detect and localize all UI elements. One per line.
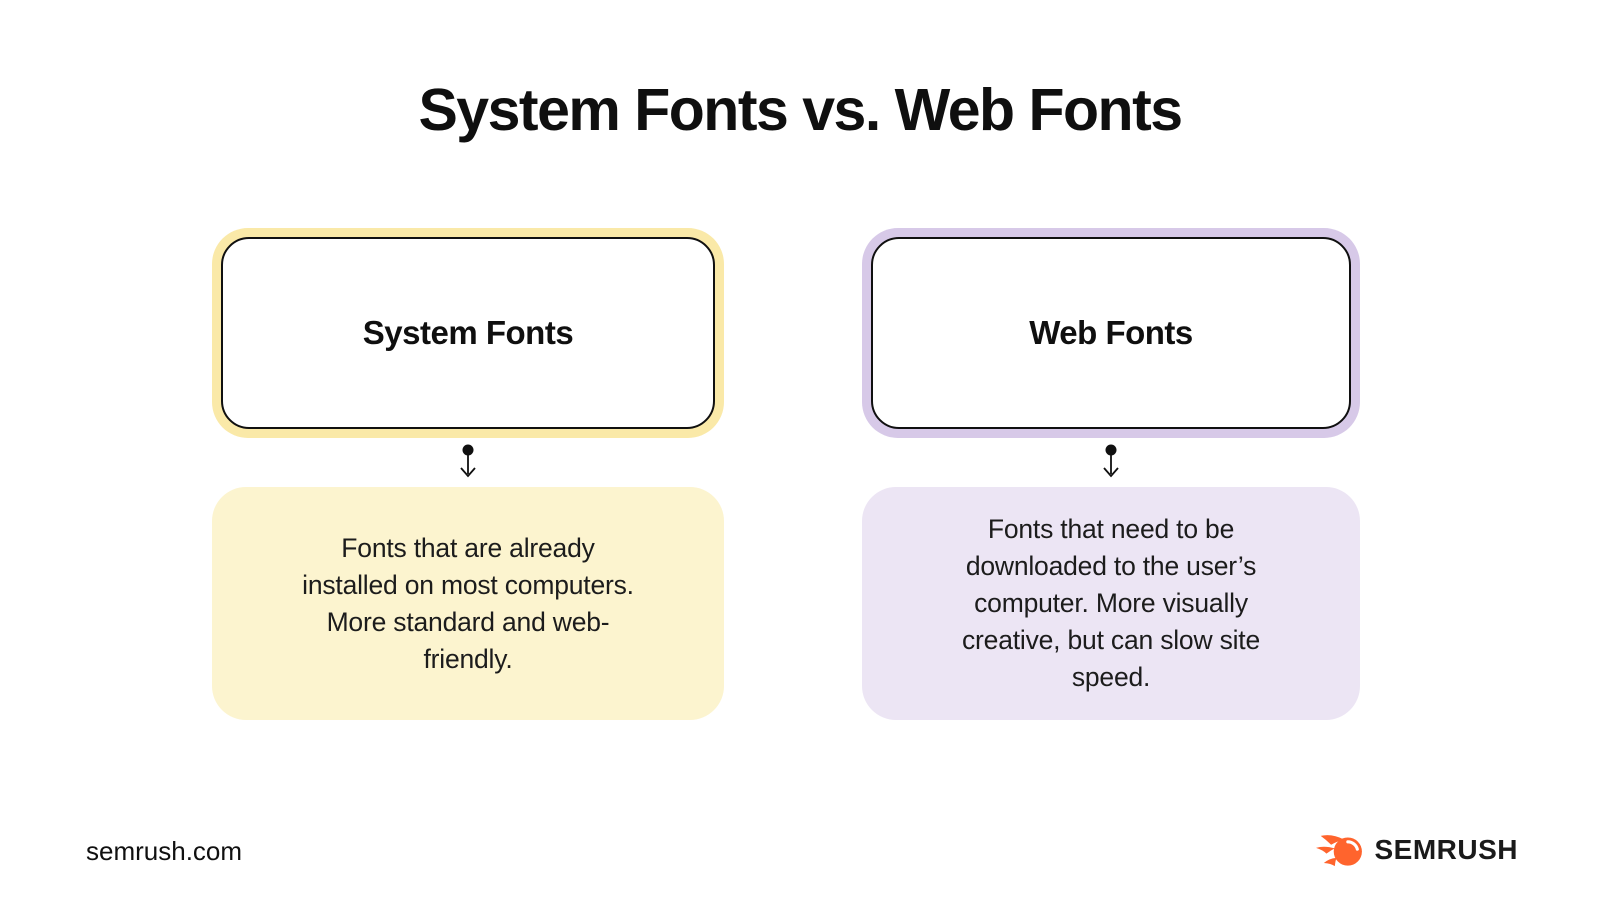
web-fonts-box: Web Fonts: [862, 228, 1360, 438]
web-fonts-description-panel: Fonts that need to be downloaded to the …: [862, 487, 1360, 720]
website-url: semrush.com: [86, 836, 243, 866]
system-fonts-description-panel: Fonts that are already installed on most…: [212, 487, 724, 720]
semrush-logo: SEMRUSH: [1316, 832, 1518, 868]
web-fonts-heading: Web Fonts: [1029, 314, 1193, 351]
semrush-logo-text: SEMRUSH: [1374, 834, 1518, 865]
system-fonts-column: System Fonts Fonts that are already inst…: [212, 228, 724, 720]
web-fonts-box-inner: Web Fonts: [871, 237, 1351, 429]
web-fonts-description: Fonts that need to be downloaded to the …: [961, 514, 1261, 692]
page-title: System Fonts vs. Web Fonts: [418, 77, 1183, 143]
system-fonts-box-inner: System Fonts: [221, 237, 715, 429]
system-fonts-heading: System Fonts: [362, 314, 574, 351]
semrush-flame-icon: [1316, 835, 1363, 867]
arrow-down-icon: [1103, 444, 1119, 478]
system-fonts-box: System Fonts: [212, 228, 724, 438]
system-fonts-description: Fonts that are already installed on most…: [302, 532, 634, 674]
web-fonts-column: Web Fonts Fonts that need to be download…: [862, 228, 1360, 720]
arrow-down-icon: [460, 444, 476, 478]
